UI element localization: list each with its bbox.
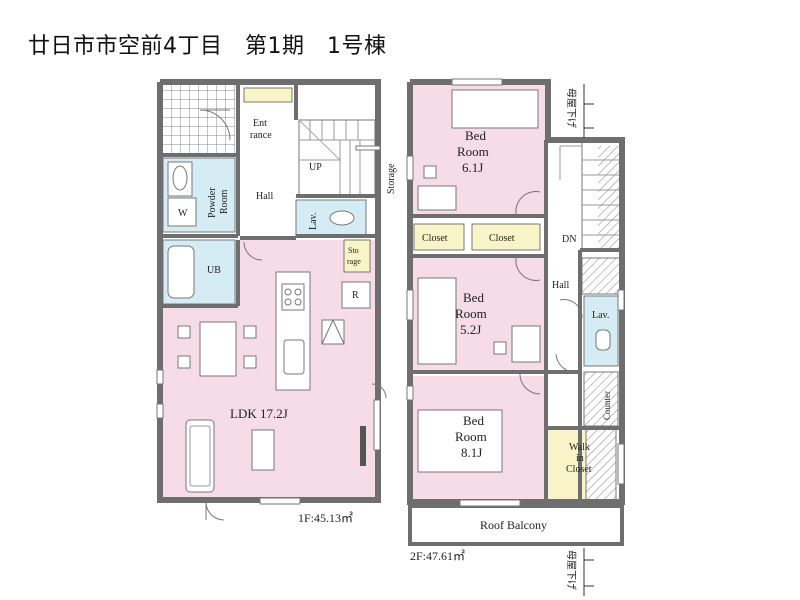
bedroom-8-1j-label-2: Room <box>455 429 487 444</box>
storage-small-label-1: Sto <box>348 246 359 255</box>
bedroom-5-2j-label-2: Room <box>455 306 487 321</box>
hall-2f-label: Hall <box>552 280 569 291</box>
walk-in-label-3: Closet <box>566 464 592 475</box>
powder-room-label-1: Powder <box>207 187 218 218</box>
storage-hatch-2f <box>581 257 621 295</box>
closet-2 <box>471 223 541 251</box>
bathtub-overlay <box>167 245 195 299</box>
closet-1 <box>413 223 465 251</box>
refrigerator-label: R <box>352 290 359 301</box>
doors-2f <box>515 191 583 395</box>
plan-title: 廿日市市空前4丁目 第1期 1号棟 <box>28 34 387 59</box>
roof-balcony-label: Roof Balcony <box>480 518 547 532</box>
storage-small-label-2: rage <box>347 257 361 266</box>
hall-1f-label: Hall <box>256 191 273 202</box>
entrance-label-1: Ent <box>253 118 267 129</box>
chair <box>243 355 257 369</box>
dn-label: DN <box>562 234 576 245</box>
bedroom-5-2j-label-3: 5.2J <box>460 322 481 337</box>
stove <box>281 283 305 311</box>
windows-2f <box>406 78 625 507</box>
washing-machine <box>167 197 197 227</box>
coffee-table <box>251 429 275 471</box>
walk-in-hatch <box>585 427 617 501</box>
counter-2f <box>583 371 619 427</box>
chair <box>177 325 191 339</box>
sofa-back <box>189 425 211 487</box>
floor-1-area: 1F:45.13㎡ <box>298 511 353 525</box>
vanity-basin <box>172 165 188 191</box>
bedroom-8-1j-label-3: 8.1J <box>461 445 482 460</box>
bed-8-1j <box>417 409 503 473</box>
walk-in-label-2: in <box>576 453 584 464</box>
bedroom-6-1j-label-2: Room <box>457 144 489 159</box>
floor-2-plan: Bed Room 6.1J Closet Closet DN Hall Bed … <box>406 78 625 596</box>
closet-2-label: Closet <box>489 233 515 244</box>
floor-1-plan: Ent rance Hall UP Powder Room W Lav. UB … <box>156 79 397 525</box>
bed-5-2j <box>417 277 457 365</box>
stairs-1f <box>298 119 376 196</box>
windows-1f <box>156 145 381 505</box>
bedroom-5-2j-label-1: Bed <box>463 290 484 305</box>
walls-2f <box>407 79 625 505</box>
inner-walls-2f <box>410 140 622 500</box>
entrance-label-2: rance <box>250 130 272 141</box>
desk-6-1j <box>417 185 457 211</box>
entrance-tile <box>163 84 235 154</box>
hall-2f <box>548 140 582 430</box>
bedroom-6-1j-label-1: Bed <box>465 128 486 143</box>
powder-room-label-2: Room <box>219 189 230 214</box>
shoe-cabinet <box>243 87 293 103</box>
chair <box>177 355 191 369</box>
hall-1f <box>240 155 298 235</box>
ldk-label: LDK 17.2J <box>230 406 288 421</box>
storage-small-overlay <box>343 239 371 273</box>
walls-1f <box>157 79 381 503</box>
moya-sage-bottom: 母屋下げ <box>565 550 577 590</box>
toilet-1f <box>329 210 355 226</box>
chair <box>243 325 257 339</box>
tv <box>360 426 366 466</box>
lav-1f-label: Lav. <box>308 213 319 230</box>
bed-6-1j <box>451 89 539 129</box>
closet-1-label: Closet <box>422 233 448 244</box>
walk-in-label-1: Walk <box>569 442 590 453</box>
toilet-2f <box>595 329 611 351</box>
counter-label: Counter <box>602 391 612 420</box>
hood-symbol <box>321 319 345 345</box>
bedroom-8-1j-label-1: Bed <box>463 413 484 428</box>
ub-label: UB <box>207 265 221 276</box>
chair-6-1j <box>423 165 437 179</box>
chair-5-2j <box>493 341 507 355</box>
sink <box>283 339 305 375</box>
dining-table <box>199 321 237 377</box>
refrigerator <box>341 281 371 309</box>
roof-balcony <box>408 504 624 546</box>
inner-walls-1f <box>160 82 378 308</box>
storage-exterior-label: Storage <box>386 163 397 194</box>
vanity <box>167 161 193 197</box>
up-label: UP <box>309 162 322 173</box>
lav-2f-label: Lav. <box>592 310 609 321</box>
floor-2-area: 2F:47.61㎡ <box>410 549 465 563</box>
bedroom-6-1j-label-3: 6.1J <box>462 160 483 175</box>
desk-5-2j <box>511 325 541 363</box>
doors-1f <box>199 109 387 521</box>
washer-label: W <box>178 208 188 219</box>
moya-sage-top: 母屋下げ <box>565 88 577 128</box>
